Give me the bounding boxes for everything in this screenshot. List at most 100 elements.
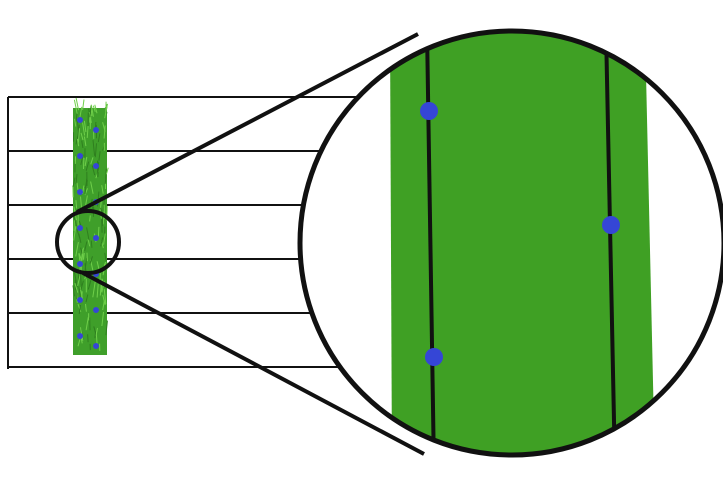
strip-seed-dot xyxy=(93,127,99,133)
grass-blade xyxy=(75,200,78,209)
grass-blade xyxy=(90,157,94,165)
grass-blade xyxy=(80,196,82,208)
grass-blade xyxy=(73,226,77,241)
grass-blade xyxy=(76,182,79,191)
grass-blade xyxy=(83,136,87,147)
grass-blade xyxy=(89,105,92,118)
grass-blade xyxy=(74,283,79,293)
grass-blade xyxy=(101,218,103,233)
zoomed-grass-band xyxy=(390,31,655,455)
grass-blade xyxy=(80,247,83,254)
strip-seed-dot xyxy=(77,153,83,159)
strip-seed-dot xyxy=(77,333,83,339)
grass-blade xyxy=(83,252,85,260)
grass-blade xyxy=(94,104,98,114)
grass-blade xyxy=(103,233,106,245)
grass-blade xyxy=(105,320,108,336)
grass-blade xyxy=(74,118,77,127)
grass-blade xyxy=(102,294,106,306)
grass-blade xyxy=(90,104,94,117)
grass-blade xyxy=(94,331,97,339)
grass-blade xyxy=(102,300,105,311)
strip-seed-dot xyxy=(77,117,83,123)
grass-blade xyxy=(92,140,96,156)
grass-blade xyxy=(104,168,107,184)
grass-blade xyxy=(89,256,93,264)
grass-blade xyxy=(85,294,89,303)
grass-blade xyxy=(73,215,78,227)
zoomed-seed-dot xyxy=(602,216,620,234)
grass-blade xyxy=(90,240,93,248)
grass-blade xyxy=(76,228,81,239)
zoomed-view xyxy=(390,31,655,455)
grass-blade xyxy=(80,132,84,141)
grass-blade xyxy=(85,303,87,312)
grass-blade xyxy=(101,185,104,194)
magnifier-connector-bottom xyxy=(82,271,425,456)
grass-blade xyxy=(73,99,78,114)
grass-blade xyxy=(94,143,97,158)
grass-strip xyxy=(72,97,109,355)
grass-blade xyxy=(97,133,101,143)
grass-blade xyxy=(77,303,82,312)
grass-blade xyxy=(81,140,84,148)
zoomed-seed-dot xyxy=(425,348,443,366)
strip-seed-dot xyxy=(77,225,83,231)
grass-blade xyxy=(82,122,86,136)
grass-blade xyxy=(90,181,94,194)
grass-blade xyxy=(78,305,81,315)
grass-blade xyxy=(80,280,84,290)
grass-texture xyxy=(72,97,109,351)
grass-blade xyxy=(75,242,79,257)
strip-seed-dot xyxy=(93,307,99,313)
grass-strip-body xyxy=(73,108,107,355)
grass-blade xyxy=(87,238,91,247)
grass-blade xyxy=(82,99,85,111)
strip-seed-dot xyxy=(93,343,99,349)
grass-blade xyxy=(80,273,82,286)
grass-blade xyxy=(103,288,107,305)
grass-blade xyxy=(92,105,96,113)
grass-blade xyxy=(83,120,87,133)
grass-blade xyxy=(91,165,96,176)
grass-blade xyxy=(101,311,104,327)
zoomed-row-line-right xyxy=(604,31,617,455)
grass-blade xyxy=(87,334,89,343)
grass-blade xyxy=(96,261,100,269)
grass-blade xyxy=(75,173,78,185)
grass-blade xyxy=(92,281,96,298)
grass-blade xyxy=(86,126,89,138)
grass-blade xyxy=(87,280,92,290)
grass-blade xyxy=(104,252,107,262)
grass-blade xyxy=(100,237,104,247)
strip-seed-dot xyxy=(93,235,99,241)
grass-blade xyxy=(78,252,83,261)
strip-seed-dot xyxy=(77,261,83,267)
grass-blade xyxy=(85,161,90,171)
small-magnifier-circle xyxy=(55,209,121,275)
grass-blade xyxy=(85,317,89,331)
strip-seed-dot xyxy=(77,189,83,195)
grass-blade xyxy=(96,284,99,298)
large-zoom-circle-border xyxy=(297,28,723,458)
grass-blade xyxy=(77,124,80,140)
grass-blade xyxy=(89,215,91,222)
zoomed-seed-dot xyxy=(420,102,438,120)
grass-blade xyxy=(84,258,88,270)
grass-blade xyxy=(95,327,98,336)
grass-blade xyxy=(86,227,90,241)
strip-seed-dot xyxy=(77,297,83,303)
grass-blade xyxy=(98,151,101,161)
grass-blade xyxy=(74,272,78,288)
magnifier-connector-top xyxy=(76,32,419,214)
grass-blade xyxy=(72,285,76,297)
grass-blade xyxy=(72,177,76,187)
grass-blade xyxy=(77,273,81,287)
grass-blade xyxy=(77,339,81,347)
grass-blade xyxy=(84,156,88,167)
grass-blade xyxy=(84,241,88,252)
strip-seed-dot xyxy=(93,163,99,169)
grass-blade xyxy=(103,125,106,139)
